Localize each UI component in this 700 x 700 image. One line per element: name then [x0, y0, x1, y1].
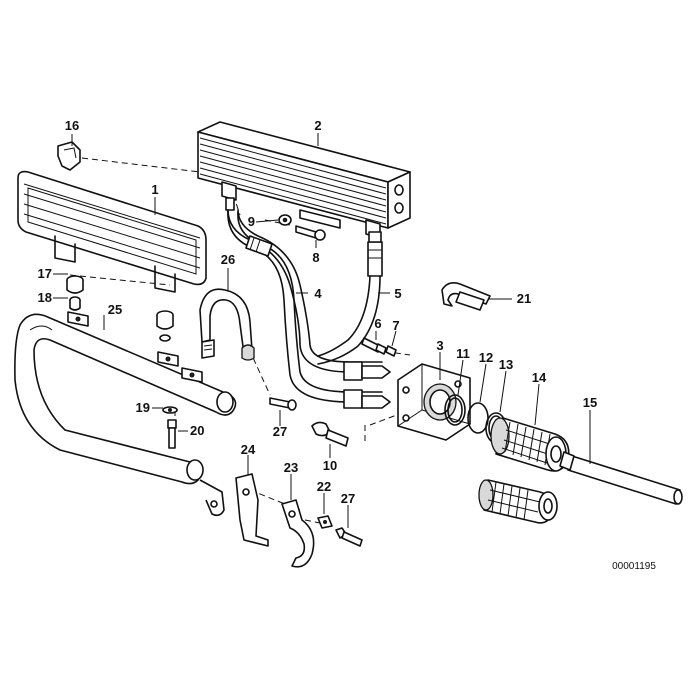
- label-part-14: 14: [532, 370, 547, 385]
- part-labels: 16 2 1 9 8 26 17 18 4 5 21 25 6 7 3 11 1…: [38, 118, 598, 506]
- washer-part-19: [162, 406, 178, 414]
- rubber-mounts: [66, 275, 174, 342]
- label-part-8: 8: [312, 250, 319, 265]
- label-part-3: 3: [436, 338, 443, 353]
- label-part-21: 21: [517, 291, 531, 306]
- label-part-7: 7: [392, 318, 399, 333]
- bolt-part-10: [311, 421, 349, 447]
- bolt-part-8: [278, 214, 326, 241]
- bracket-part-23: [281, 499, 315, 568]
- label-part-5: 5: [394, 286, 401, 301]
- label-part-27-upper: 27: [273, 424, 287, 439]
- label-part-25: 25: [108, 302, 122, 317]
- label-part-16: 16: [65, 118, 79, 133]
- cooler-grille: [17, 170, 207, 293]
- label-part-6: 6: [374, 316, 381, 331]
- label-part-23: 23: [284, 460, 298, 475]
- label-part-27-lower: 27: [341, 491, 355, 506]
- thermostat-housing: [397, 363, 471, 441]
- label-part-22: 22: [317, 479, 331, 494]
- leader-lines: [53, 133, 591, 528]
- bolt-part-20: [167, 419, 177, 449]
- label-part-1: 1: [151, 182, 158, 197]
- bolt-part-27-upper: [269, 397, 297, 411]
- label-part-24: 24: [241, 442, 256, 457]
- label-part-20: 20: [190, 423, 204, 438]
- filter-rod: [559, 451, 683, 505]
- label-part-13: 13: [499, 357, 513, 372]
- oil-hoses: [225, 197, 391, 409]
- bracket-part-26: [199, 288, 255, 361]
- label-part-17: 17: [38, 266, 52, 281]
- label-part-2: 2: [314, 118, 321, 133]
- washer-part-22: [317, 515, 333, 529]
- bracket-part-24: [235, 473, 269, 547]
- label-part-10: 10: [323, 458, 337, 473]
- diagram-reference-number: 00001195: [612, 561, 656, 572]
- washer-part-7: [385, 345, 397, 357]
- label-part-15: 15: [583, 395, 597, 410]
- bolt-part-6: [361, 337, 387, 355]
- oil-cooler: [197, 121, 411, 239]
- oil-filter: [478, 417, 570, 524]
- clip-part-16: [57, 141, 81, 171]
- carrier-tube: [14, 311, 237, 517]
- hose-clip: [441, 282, 491, 311]
- label-part-11: 11: [456, 346, 470, 361]
- label-part-12: 12: [479, 350, 493, 365]
- label-part-19: 19: [136, 400, 150, 415]
- label-part-9: 9: [248, 214, 255, 229]
- bolt-part-27-lower: [335, 527, 363, 547]
- label-part-4: 4: [314, 286, 322, 301]
- label-part-18: 18: [38, 290, 52, 305]
- label-part-26: 26: [221, 252, 235, 267]
